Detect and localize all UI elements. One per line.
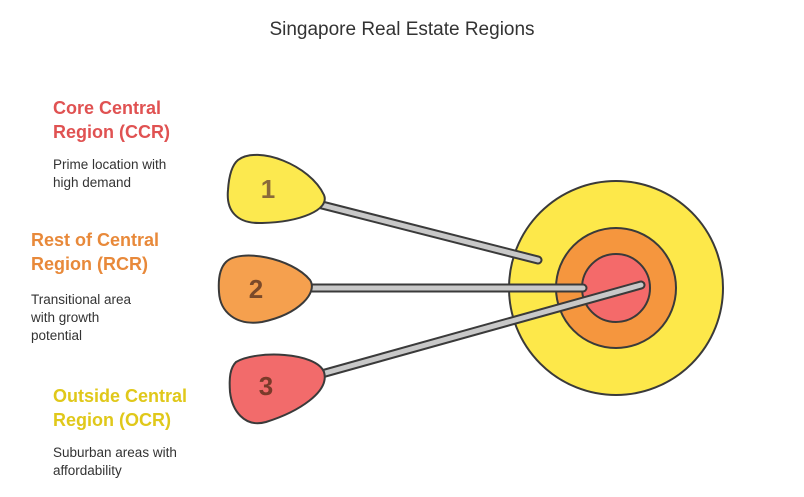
- region-2-desc-line1: Transitional area: [31, 292, 132, 307]
- marker-2-shape: [217, 254, 313, 324]
- marker-2: 2: [217, 254, 313, 324]
- region-2-heading: Rest of Central Region (RCR): [31, 228, 231, 276]
- marker-3-shape: [228, 353, 326, 425]
- diagram-title: Singapore Real Estate Regions: [269, 19, 535, 40]
- marker-1-number: 1: [261, 174, 275, 204]
- region-2-description: Transitional area with growth potential: [31, 291, 201, 345]
- region-1-description: Prime location with high demand: [53, 156, 223, 192]
- region-1-heading-line2: Region (CCR): [53, 122, 170, 142]
- marker-1-shape: [226, 154, 326, 225]
- region-3-desc-line1: Suburban areas with: [53, 445, 177, 460]
- region-3-desc-line2: affordability: [53, 463, 122, 478]
- region-2-desc-line2: with growth: [31, 310, 100, 325]
- region-2-heading-line2: Region (RCR): [31, 254, 148, 274]
- region-3-description: Suburban areas with affordability: [53, 444, 223, 480]
- region-1-heading-line1: Core Central: [53, 98, 162, 118]
- marker-3: 3: [228, 353, 326, 425]
- marker-2-number: 2: [249, 274, 263, 304]
- region-3-heading: Outside Central Region (OCR): [53, 384, 253, 432]
- region-2-heading-line1: Rest of Central: [31, 230, 160, 250]
- region-1-desc-line1: Prime location with: [53, 157, 167, 172]
- region-1-desc-line2: high demand: [53, 175, 132, 190]
- marker-3-number: 3: [259, 371, 273, 401]
- arrow-3-shaft: [315, 282, 644, 378]
- arrow-shafts: [303, 199, 646, 380]
- region-1-heading: Core Central Region (CCR): [53, 96, 253, 144]
- region-2-desc-line3: potential: [31, 328, 83, 343]
- marker-1: 1: [226, 154, 326, 225]
- arrow-1-shaft: [315, 201, 541, 263]
- region-3-heading-line1: Outside Central: [53, 386, 188, 406]
- region-3-heading-line2: Region (OCR): [53, 410, 171, 430]
